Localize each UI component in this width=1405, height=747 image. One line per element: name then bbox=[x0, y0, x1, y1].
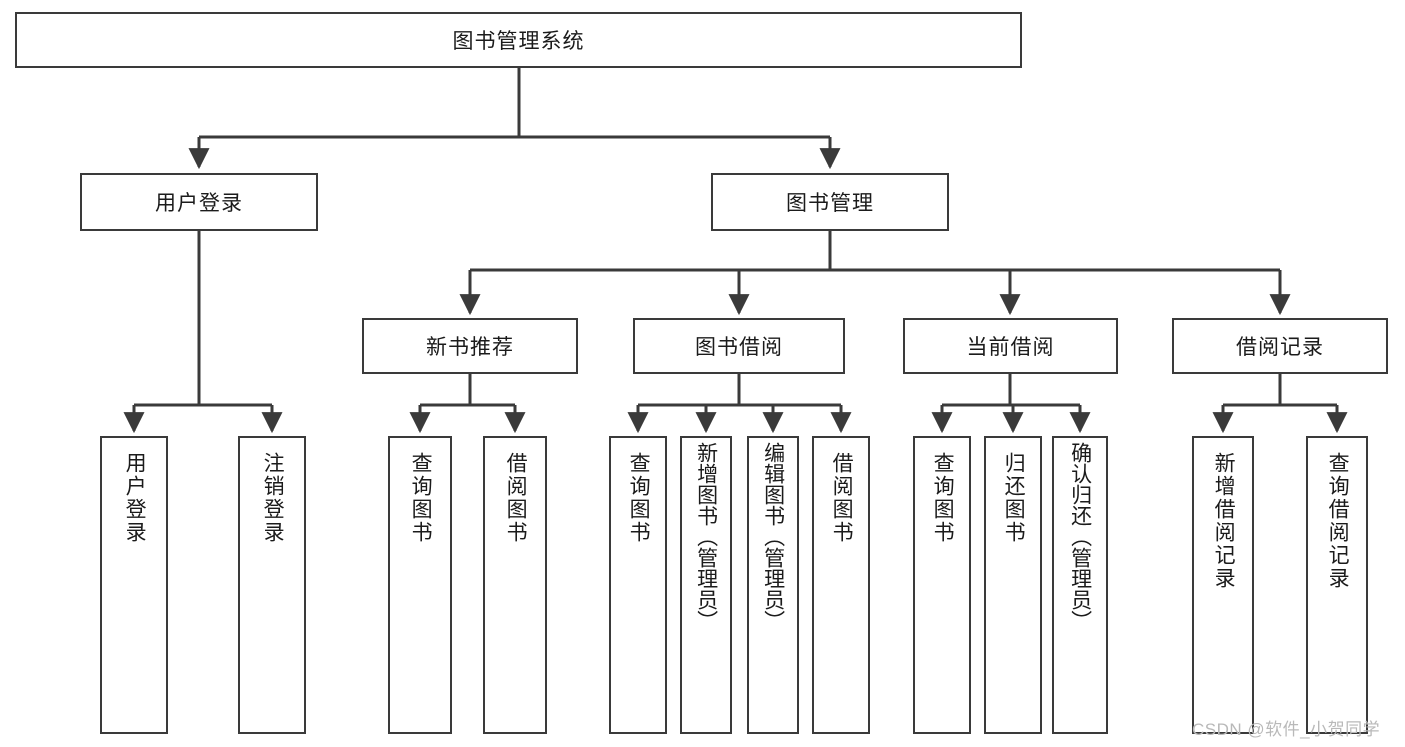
node-user-login[interactable]: 用户登录 bbox=[80, 173, 318, 231]
leaf-query-book-recommend-label: 查询图书 bbox=[409, 452, 433, 544]
node-root-label: 图书管理系统 bbox=[452, 30, 585, 53]
node-borrow-record[interactable]: 借阅记录 bbox=[1172, 318, 1388, 374]
leaf-borrow-book-recommend-label: 借阅图书 bbox=[504, 452, 528, 544]
node-book-management-label: 图书管理 bbox=[786, 192, 874, 215]
leaf-user-login[interactable]: 用户登录 bbox=[100, 436, 168, 734]
leaf-query-book-borrow[interactable]: 查询图书 bbox=[609, 436, 667, 734]
node-book-borrow-label: 图书借阅 bbox=[695, 336, 783, 359]
leaf-add-book-admin[interactable]: 新增图书（管理员） bbox=[680, 436, 732, 734]
leaf-edit-book-admin[interactable]: 编辑图书（管理员） bbox=[747, 436, 799, 734]
leaf-add-borrow-record-label: 新增借阅记录 bbox=[1212, 452, 1236, 590]
csdn-watermark: CSDN @软件_小贺同学 bbox=[1192, 720, 1381, 739]
node-borrow-record-label: 借阅记录 bbox=[1236, 336, 1324, 359]
leaf-return-book[interactable]: 归还图书 bbox=[984, 436, 1042, 734]
leaf-query-book-current-label: 查询图书 bbox=[931, 452, 955, 544]
leaf-query-book-current[interactable]: 查询图书 bbox=[913, 436, 971, 734]
node-new-book-recommend-label: 新书推荐 bbox=[426, 336, 514, 359]
node-user-login-label: 用户登录 bbox=[155, 192, 243, 215]
leaf-query-book-borrow-label: 查询图书 bbox=[627, 452, 651, 544]
leaf-return-book-label: 归还图书 bbox=[1002, 452, 1026, 544]
leaf-add-borrow-record[interactable]: 新增借阅记录 bbox=[1192, 436, 1254, 734]
leaf-query-borrow-record-label: 查询借阅记录 bbox=[1326, 452, 1350, 590]
leaf-add-book-admin-label: 新增图书（管理员） bbox=[694, 442, 718, 631]
leaf-edit-book-admin-label: 编辑图书（管理员） bbox=[761, 442, 785, 631]
leaf-query-book-recommend[interactable]: 查询图书 bbox=[388, 436, 452, 734]
leaf-borrow-book-borrow-label: 借阅图书 bbox=[830, 452, 854, 544]
node-book-management[interactable]: 图书管理 bbox=[711, 173, 949, 231]
node-root[interactable]: 图书管理系统 bbox=[15, 12, 1022, 68]
node-new-book-recommend[interactable]: 新书推荐 bbox=[362, 318, 578, 374]
leaf-borrow-book-borrow[interactable]: 借阅图书 bbox=[812, 436, 870, 734]
leaf-query-borrow-record[interactable]: 查询借阅记录 bbox=[1306, 436, 1368, 734]
leaf-user-logout-label: 注销登录 bbox=[261, 452, 285, 544]
node-book-borrow[interactable]: 图书借阅 bbox=[633, 318, 845, 374]
node-current-borrow[interactable]: 当前借阅 bbox=[903, 318, 1118, 374]
leaf-confirm-return-admin[interactable]: 确认归还（管理员） bbox=[1052, 436, 1108, 734]
leaf-user-logout[interactable]: 注销登录 bbox=[238, 436, 306, 734]
leaf-confirm-return-admin-label: 确认归还（管理员） bbox=[1068, 442, 1092, 631]
node-current-borrow-label: 当前借阅 bbox=[966, 336, 1055, 359]
leaf-borrow-book-recommend[interactable]: 借阅图书 bbox=[483, 436, 547, 734]
leaf-user-login-label: 用户登录 bbox=[123, 452, 147, 544]
